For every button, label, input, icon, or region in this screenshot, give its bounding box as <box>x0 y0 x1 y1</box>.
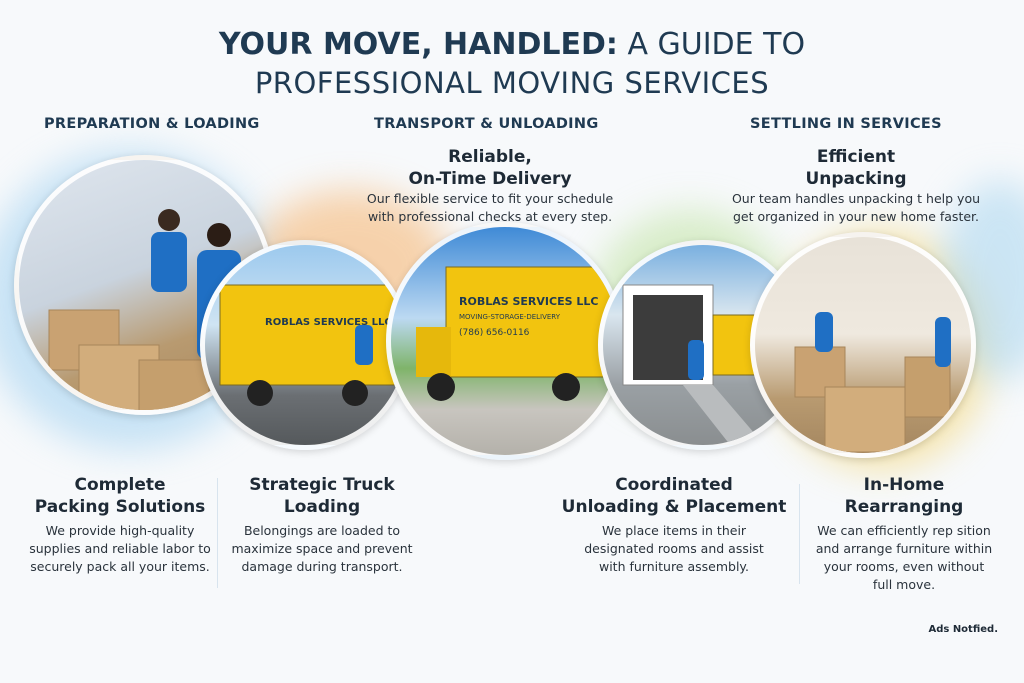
title-rest: A GUIDE TO <box>617 27 806 62</box>
page-title: YOUR MOVE, HANDLED: A GUIDE TO PROFESSIO… <box>0 26 1024 102</box>
section-preparation-loading: PREPARATION & LOADING <box>44 116 260 132</box>
feature-desc: supplies and reliable labor to <box>29 541 211 556</box>
feature-title: Packing Solutions <box>34 497 206 517</box>
divider <box>217 478 218 588</box>
truck-lettering: MOVING-STORAGE-DELIVERY <box>459 313 561 321</box>
feature-desc: We can efficiently rep sition <box>817 523 991 538</box>
feature-desc: maximize space and prevent <box>231 541 413 556</box>
truck-lettering: ROBLAS SERVICES LLC <box>459 295 598 308</box>
truck-illustration: ROBLAS SERVICES LLC MOVING-STORAGE-DELIV… <box>416 266 612 401</box>
feature-title: Loading <box>283 497 361 517</box>
feature-desc: We place items in their <box>601 523 747 538</box>
photo-truck-loading: ROBLAS SERVICES LLC <box>200 240 410 450</box>
feature-title: On-Time Delivery <box>408 169 572 189</box>
truck-lettering: ROBLAS SERVICES LLC <box>265 317 392 328</box>
divider <box>799 484 800 584</box>
truck-illustration: ROBLAS SERVICES LLC <box>219 284 396 406</box>
feature-on-time-delivery: Reliable,On-Time Delivery Our flexible s… <box>340 146 640 226</box>
feature-desc: Our team handles unpacking t help you <box>731 191 981 206</box>
title-bold: YOUR MOVE, HANDLED: <box>218 27 618 62</box>
unpacking-illustration <box>794 312 951 453</box>
feature-desc: get organized in your new home faster. <box>732 209 979 224</box>
feature-title: Rearranging <box>844 497 964 517</box>
feature-desc: We provide high-quality <box>45 523 195 538</box>
section-settling-in: SETTLING IN SERVICES <box>750 116 942 132</box>
feature-title: In-Home <box>863 475 945 495</box>
feature-title: Reliable, <box>448 147 532 167</box>
unloading-illustration <box>622 284 789 445</box>
feature-desc: and arrange furniture within <box>815 541 993 556</box>
feature-title: Efficient <box>816 147 896 167</box>
truck-lettering: (786) 656-0116 <box>459 328 530 338</box>
feature-title: Strategic Truck <box>249 475 395 495</box>
feature-desc: securely pack all your items. <box>30 559 210 574</box>
feature-title: Unpacking <box>805 169 907 189</box>
feature-title: Unloading & Placement <box>561 497 787 517</box>
feature-desc: with furniture assembly. <box>598 559 750 574</box>
feature-desc: damage during transport. <box>241 559 403 574</box>
photo-unpacking <box>750 232 976 458</box>
section-transport-unloading: TRANSPORT & UNLOADING <box>374 116 599 132</box>
footer-note: Ads Notfied. <box>928 624 998 635</box>
feature-title: Coordinated <box>615 475 733 495</box>
feature-desc: Belongings are loaded to <box>243 523 401 538</box>
feature-desc: your rooms, even without <box>823 559 985 574</box>
feature-title: Complete <box>74 475 166 495</box>
title-line2: PROFESSIONAL MOVING SERVICES <box>254 66 770 100</box>
feature-desc: full move. <box>872 577 936 592</box>
feature-desc: Our flexible service to fit your schedul… <box>366 191 614 206</box>
photo-truck-delivery: ROBLAS SERVICES LLC MOVING-STORAGE-DELIV… <box>386 222 624 460</box>
feature-desc: designated rooms and assist <box>584 541 764 556</box>
feature-desc: with professional checks at every step. <box>367 209 613 224</box>
